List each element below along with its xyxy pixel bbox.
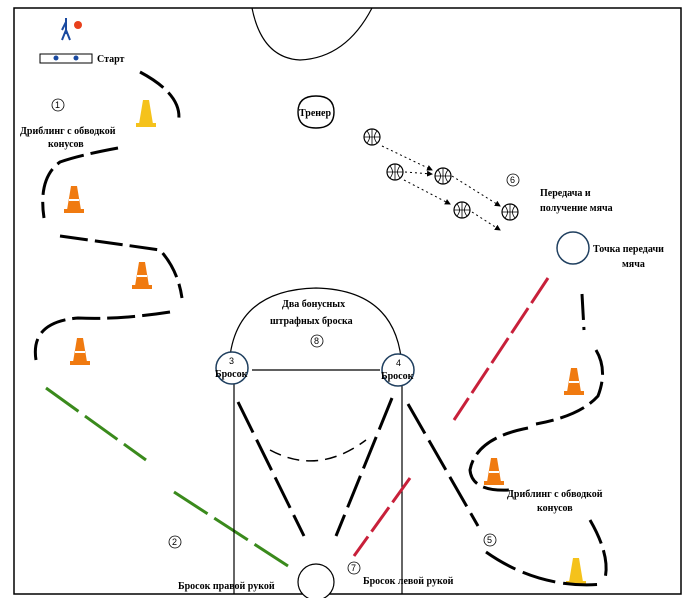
traffic-cone-icon <box>136 100 156 127</box>
shooting-paths <box>236 397 605 587</box>
step-marker-7 <box>347 561 361 575</box>
step-number-2: 2 <box>172 537 177 547</box>
pass-point-label-1: Точка передачи <box>593 244 664 255</box>
pass-label-2: получение мяча <box>540 203 613 214</box>
start-label: Старт <box>97 54 125 65</box>
pass-label-1: Передача и <box>540 188 591 199</box>
shot-spot-3 <box>215 351 249 385</box>
court-border <box>13 7 682 595</box>
free-throw-arc <box>228 287 403 369</box>
basket-circle <box>297 563 335 598</box>
bonus-label-2: штрафных броска <box>270 316 353 327</box>
coach-arc-lower <box>297 111 335 129</box>
step-marker-6 <box>506 173 520 187</box>
dribble-top-label-1: Дриблинг с обводкой <box>20 126 116 137</box>
basketball-icon <box>453 201 471 219</box>
step-marker-1 <box>51 98 65 112</box>
step-number-4: 4 <box>396 358 401 368</box>
step-number-3: 3 <box>229 356 234 366</box>
step-number-7: 7 <box>351 563 356 573</box>
player-with-ball-icon <box>61 18 82 41</box>
basketball-icon <box>386 163 404 181</box>
left-dribble-path <box>33 70 184 361</box>
start-bench-icon <box>39 53 93 64</box>
passing-balls <box>363 128 519 221</box>
traffic-cone-icon <box>63 185 85 214</box>
shot-label-3: Бросок <box>215 369 248 380</box>
shot-label-4: Бросок <box>381 371 414 382</box>
green-path <box>45 386 289 568</box>
step-number-5: 5 <box>487 535 492 545</box>
coach-arc <box>297 95 335 113</box>
basketball-icon <box>501 203 519 221</box>
top-key-arc <box>251 7 373 61</box>
traffic-cone-icon <box>131 261 153 290</box>
step-number-6: 6 <box>510 175 515 185</box>
traffic-cone-icon <box>483 457 505 486</box>
right-dribble-path <box>468 293 608 583</box>
traffic-cone-icon <box>566 558 586 585</box>
shot-spot-4 <box>381 353 415 387</box>
key-dashed-arc <box>269 439 367 462</box>
coach-label: Тренер <box>299 108 331 119</box>
dribble-top-label-2: конусов <box>48 139 84 150</box>
right-hand-shot-label: Бросок правой рукой <box>178 581 275 592</box>
step-marker-2 <box>168 535 182 549</box>
dribble-bottom-label-1: Дриблинг с обводкой <box>507 489 603 500</box>
left-hand-shot-label: Бросок левой рукой <box>363 576 454 587</box>
step-number-1: 1 <box>55 100 60 110</box>
bonus-label-1: Два бонусных <box>282 299 345 310</box>
basketball-icon <box>363 128 381 146</box>
step-marker-5 <box>483 533 497 547</box>
traffic-cone-icon <box>69 337 91 366</box>
pass-arrows <box>381 145 501 231</box>
pass-point-circle <box>556 231 590 265</box>
traffic-cone-icon <box>563 367 585 396</box>
pass-point-label-2: мяча <box>622 259 645 270</box>
red-path-upper <box>452 277 550 421</box>
basketball-icon <box>434 167 452 185</box>
dribble-bottom-label-2: конусов <box>537 503 573 514</box>
step-marker-8 <box>310 334 324 348</box>
step-number-8: 8 <box>314 336 319 346</box>
red-path-lower <box>352 477 412 557</box>
